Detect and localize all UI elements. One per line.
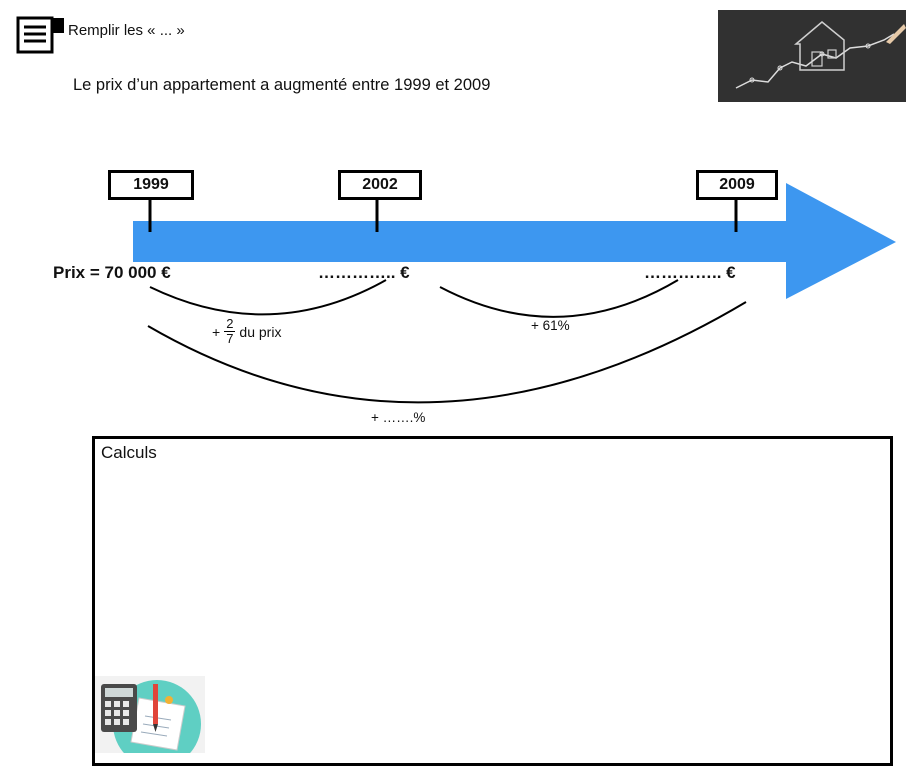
year-box-2009: 2009 xyxy=(696,170,778,200)
increase-61-label: + 61% xyxy=(531,318,570,333)
price-2002-blank[interactable]: ………….. € xyxy=(318,263,410,282)
fraction-denominator: 7 xyxy=(226,331,234,346)
fraction-suffix: du prix xyxy=(239,323,282,340)
house-growth-photo xyxy=(718,10,906,102)
fraction-numerator: 2 xyxy=(224,316,236,332)
total-increase-blank[interactable]: + …….% xyxy=(371,410,426,425)
problem-statement: Le prix d’un appartement a augmenté entr… xyxy=(73,76,491,94)
price-2009-blank[interactable]: ………….. € xyxy=(644,263,736,282)
year-box-1999: 1999 xyxy=(108,170,194,200)
year-box-2002: 2002 xyxy=(338,170,422,200)
arrow-shape xyxy=(133,183,896,299)
curve-1999-2002 xyxy=(149,279,387,316)
document-icon xyxy=(16,16,64,54)
calculator-icon xyxy=(95,676,205,753)
curve-2002-2009 xyxy=(439,279,679,318)
timeline-arrow xyxy=(133,183,896,404)
calculs-box[interactable]: Calculs xyxy=(92,436,893,766)
increase-fraction-label: + 2 7 du prix xyxy=(212,317,281,346)
instruction-text: Remplir les « ... » xyxy=(68,22,185,39)
plus-sign: + xyxy=(212,323,221,340)
curve-1999-2009 xyxy=(147,301,747,404)
fraction: 2 7 xyxy=(224,316,236,346)
calculs-title: Calculs xyxy=(101,443,157,462)
price-1999: Prix = 70 000 € xyxy=(53,263,171,282)
